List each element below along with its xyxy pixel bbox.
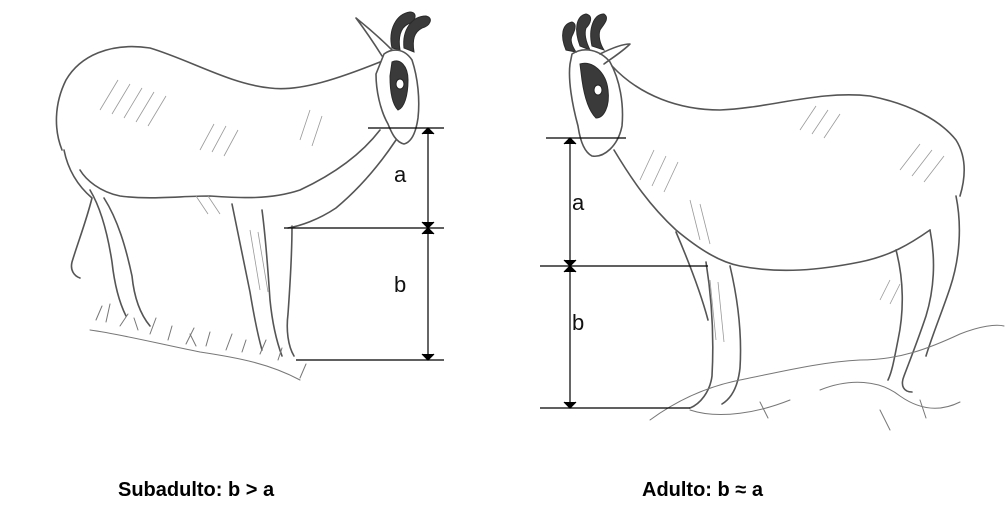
right-measurement [540, 138, 708, 408]
right-label-b: b [572, 310, 584, 335]
left-caption: Subadulto: b > a [118, 479, 275, 501]
right-caption: Adulto: b ≈ a [642, 479, 764, 501]
chamois-adult-sketch-icon [563, 14, 1004, 430]
left-label-a: a [394, 162, 407, 187]
right-label-a: a [572, 190, 585, 215]
left-measurement [284, 128, 444, 360]
chamois-subadult-sketch-icon [56, 12, 430, 380]
left-label-b: b [394, 272, 406, 297]
